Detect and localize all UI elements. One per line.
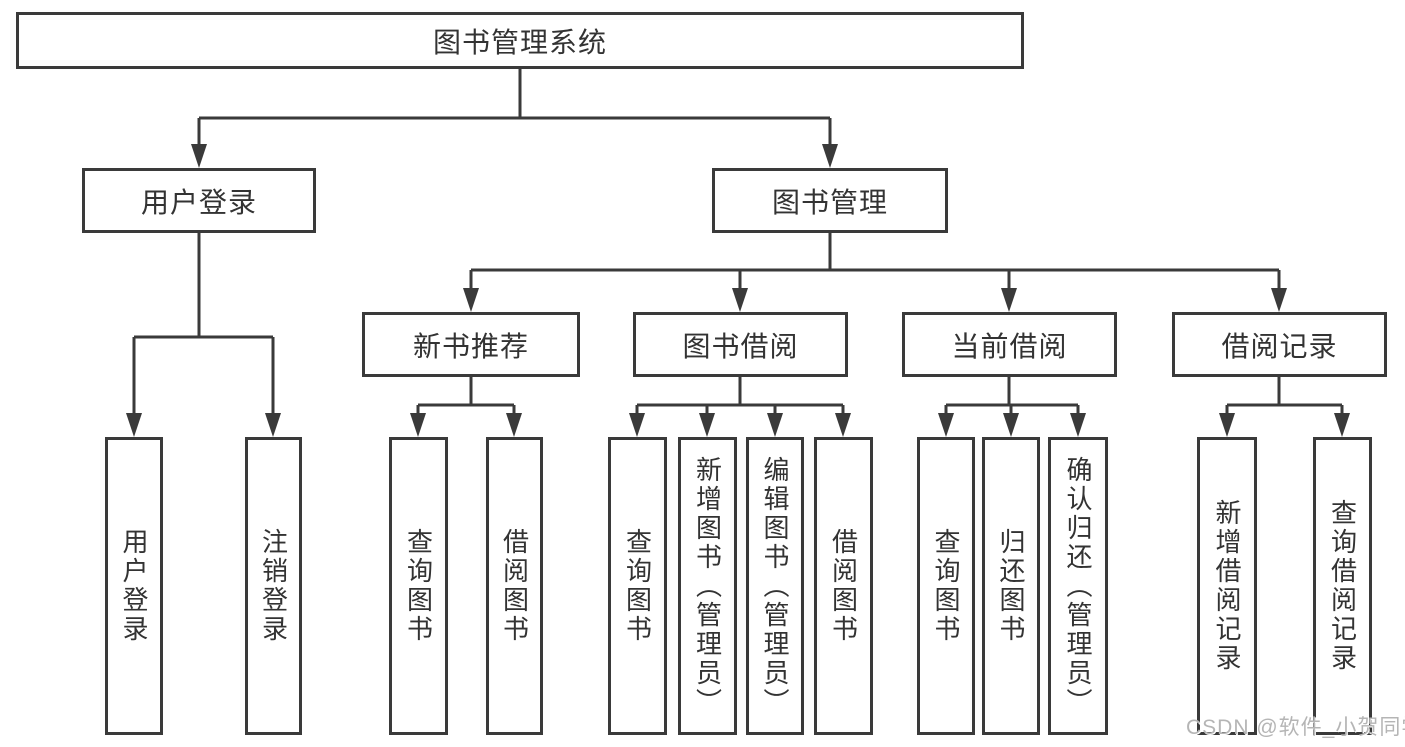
connector-book-mgmt-children [463, 233, 1287, 312]
connector-user-login-children [126, 233, 281, 437]
csdn-watermark: CSDN @软件_小贺同学 [1186, 716, 1405, 739]
connector-new-books-children [410, 377, 522, 437]
node-user-login: 用户登录 [82, 168, 316, 233]
connector-current-borrow-children [938, 377, 1086, 437]
node-root-system: 图书管理系统 [16, 12, 1024, 69]
node-book-borrow: 图书借阅 [633, 312, 848, 377]
node-borrow-records: 借阅记录 [1172, 312, 1387, 377]
leaf-nb-query-books: 查询图书 [389, 437, 448, 735]
leaf-nb-borrow-books: 借阅图书 [486, 437, 543, 735]
leaf-cb-query-books: 查询图书 [917, 437, 975, 735]
leaf-bb-borrow-books: 借阅图书 [814, 437, 873, 735]
node-new-book-recommend: 新书推荐 [362, 312, 580, 377]
connector-book-borrow-children [629, 377, 851, 437]
connector-root-to-level2 [191, 69, 838, 168]
leaf-br-add-record: 新增借阅记录 [1197, 437, 1257, 735]
leaf-cb-confirm-return-admin: 确认归还（管理员） [1048, 437, 1108, 735]
node-current-borrow: 当前借阅 [902, 312, 1117, 377]
leaf-bb-query-books: 查询图书 [608, 437, 667, 735]
leaf-bb-add-books-admin: 新增图书（管理员） [678, 437, 737, 735]
leaf-br-query-record: 查询借阅记录 [1313, 437, 1372, 735]
leaf-logout: 注销登录 [245, 437, 302, 735]
leaf-cb-return-books: 归还图书 [982, 437, 1040, 735]
connector-borrow-records-children [1219, 377, 1350, 437]
leaf-user-login: 用户登录 [105, 437, 163, 735]
leaf-bb-edit-books-admin: 编辑图书（管理员） [746, 437, 804, 735]
node-book-management: 图书管理 [712, 168, 948, 233]
